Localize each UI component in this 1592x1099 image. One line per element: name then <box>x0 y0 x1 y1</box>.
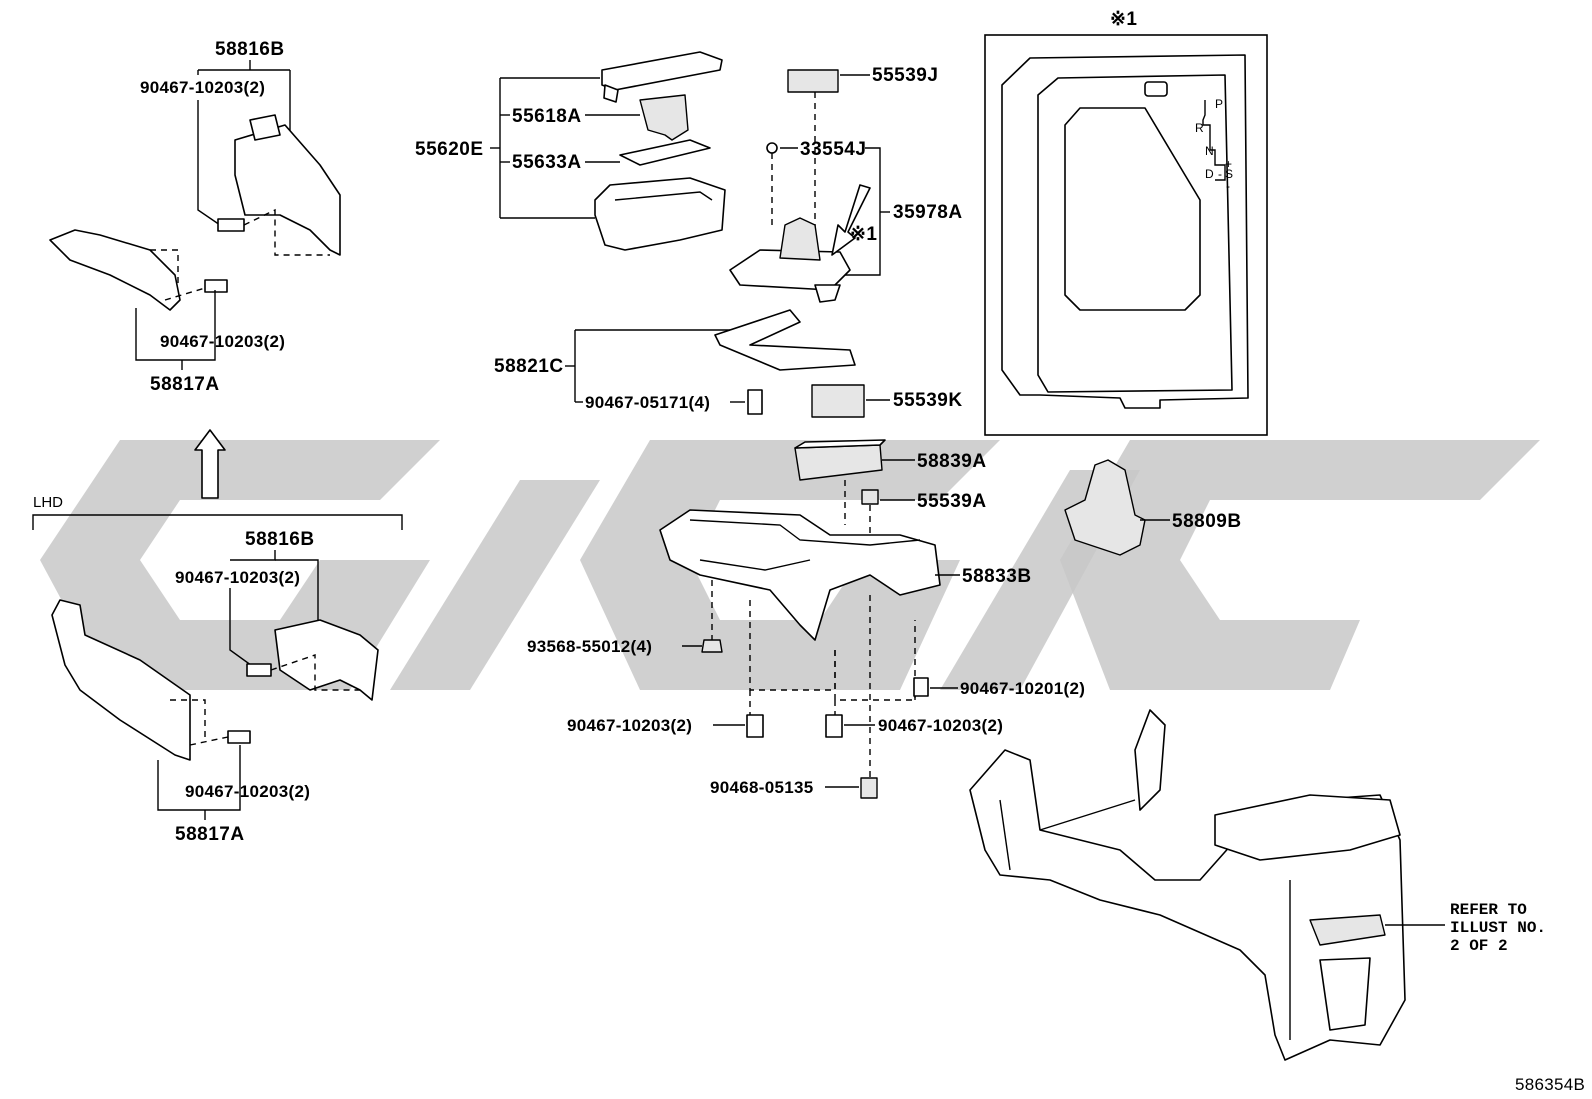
label-58821C: 58821C <box>494 356 564 377</box>
label-55539J: 55539J <box>872 65 938 86</box>
label-93568-55012: 93568-55012(4) <box>527 637 652 656</box>
bolt-icon <box>701 639 723 653</box>
label-58816B-top: 58816B <box>215 39 285 60</box>
console-mat <box>619 139 711 166</box>
label-90467-10203-d: 90467-10203(2) <box>185 782 310 801</box>
label-55620E: 55620E <box>415 139 484 160</box>
console-lid <box>601 51 723 91</box>
label-58833B: 58833B <box>962 566 1032 587</box>
console-frame <box>659 509 941 641</box>
clip-icon <box>747 389 763 415</box>
clip-icon <box>913 677 929 697</box>
clip-icon <box>860 777 878 799</box>
shift-boot-58809B <box>1064 459 1146 556</box>
knob-plug <box>766 142 778 154</box>
clip-icon <box>825 714 843 738</box>
refer-line-1: REFER TO <box>1450 901 1527 919</box>
shift-r: R <box>1195 121 1204 135</box>
label-90467-10203-c: 90467-10203(2) <box>175 568 300 587</box>
refer-note: REFER TO ILLUST NO. 2 OF 2 <box>1385 901 1546 955</box>
label-90467-10203-e: 90467-10203(2) <box>567 716 692 735</box>
shift-minus: - <box>1218 167 1222 181</box>
switch-55539A <box>861 489 879 505</box>
bracket-upper <box>234 124 341 256</box>
refer-line-3: 2 OF 2 <box>1450 937 1508 955</box>
glovebox-panel-upper <box>49 229 181 311</box>
left-top-group: 58816B 90467-10203(2) 90467-10203(2) 588… <box>49 39 341 395</box>
label-90467-10203-a: 90467-10203(2) <box>140 78 265 97</box>
label-33554J: 33554J <box>800 139 866 160</box>
shift-d: D <box>1205 167 1214 181</box>
label-55539K: 55539K <box>893 390 963 411</box>
shift-plus: + <box>1225 157 1232 171</box>
label-90467-10201: 90467-10201(2) <box>960 679 1085 698</box>
up-arrow-icon <box>194 429 226 499</box>
note-marker: ※1 <box>850 224 878 245</box>
center-upper-group: 55620E 55618A 55633A 55539J 33554J 35978… <box>415 51 963 418</box>
label-90468-05135: 90468-05135 <box>710 778 814 797</box>
reference-code: 586354B <box>1515 1075 1585 1094</box>
clip-icon <box>217 218 245 232</box>
label-58809B: 58809B <box>1172 511 1242 532</box>
shift-n: N <box>1205 144 1214 158</box>
label-35978A: 35978A <box>893 202 963 223</box>
label-90467-10203-b: 90467-10203(2) <box>160 332 285 351</box>
center-lower-group: 58839A 55539A 58809B 58833B 93568-55012(… <box>527 439 1242 799</box>
console-box <box>594 177 726 251</box>
shift-p: P <box>1215 97 1223 111</box>
shift-minus-2: - <box>1226 179 1230 193</box>
label-58816B-bot: 58816B <box>245 529 315 550</box>
refer-line-2: ILLUST NO. <box>1450 919 1546 937</box>
clip-icon <box>204 279 228 293</box>
label-58817A-top: 58817A <box>150 374 220 395</box>
console-assembly <box>969 709 1406 1061</box>
bezel-58821C <box>714 309 856 371</box>
lhd-group: LHD 58816B 90467-10203(2) 90467-10203(2)… <box>32 494 403 845</box>
glovebox-panel-lower <box>51 599 191 761</box>
bracket-lower <box>274 619 379 701</box>
label-58839A: 58839A <box>917 451 987 472</box>
label-55539A: 55539A <box>917 491 987 512</box>
lhd-label: LHD <box>33 494 63 511</box>
label-90467-10203-f: 90467-10203(2) <box>878 716 1003 735</box>
clip-icon <box>746 714 764 738</box>
label-55633A: 55633A <box>512 152 582 173</box>
shift-s: S <box>1225 167 1233 181</box>
shift-inset: ※1 P R N D + - S - <box>984 9 1268 436</box>
label-58817A-bot: 58817A <box>175 824 245 845</box>
label-90467-05171: 90467-05171(4) <box>585 393 710 412</box>
switch-55539K <box>811 384 865 418</box>
switch-55539J <box>787 69 839 93</box>
clip-icon <box>246 663 272 677</box>
view-arrow-icon <box>831 184 871 256</box>
console-insert <box>639 94 689 141</box>
clip-icon <box>227 730 251 744</box>
label-55618A: 55618A <box>512 106 582 127</box>
inset-marker: ※1 <box>1110 9 1138 30</box>
